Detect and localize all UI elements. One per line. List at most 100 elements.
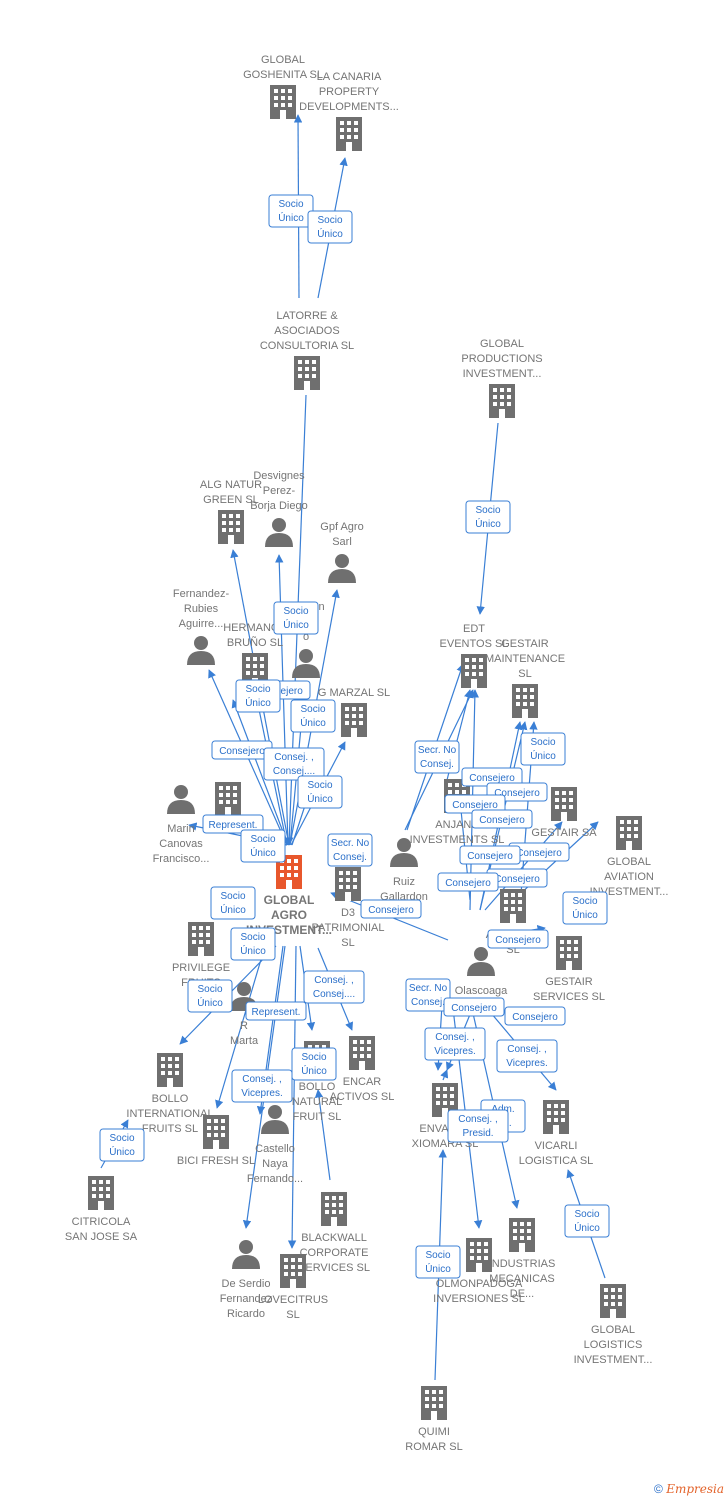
relation-badge[interactable]: Consej. ,Consej....: [303, 970, 365, 1004]
node-n11[interactable]: G MARZAL SL: [318, 687, 390, 737]
relation-label: Único: [220, 903, 246, 916]
relation-badge[interactable]: Consejero: [211, 740, 273, 760]
node-label: AVIATION: [604, 871, 654, 883]
relation-badge[interactable]: Consejero: [471, 809, 533, 829]
node-label: BICI FRESH SL: [177, 1155, 255, 1167]
footer: © Empresia: [654, 1482, 724, 1496]
node-n31[interactable]: CastelloNayaFernando...: [247, 1105, 303, 1185]
relation-badge-frame: [487, 929, 549, 949]
node-n19[interactable]: GESTAIR SA: [531, 787, 597, 839]
relation-badge[interactable]: Consejero: [504, 1006, 566, 1026]
node-label: Olascoaga: [455, 985, 508, 997]
node-label: LA CANARIA: [317, 71, 382, 83]
relation-badge[interactable]: Consejero: [459, 845, 521, 865]
relation-label: Vicepres.: [506, 1058, 548, 1069]
relation-badge[interactable]: Consejero: [487, 929, 549, 949]
relation-badge[interactable]: Consej. ,Vicepres.: [424, 1027, 486, 1061]
relation-badge[interactable]: Consej. ,Vicepres.: [496, 1039, 558, 1073]
relation-label: Único: [307, 792, 333, 805]
relation-badge-frame: [263, 747, 325, 781]
relation-label: Socio: [197, 984, 222, 995]
relation-badge[interactable]: Consejero: [360, 899, 422, 919]
relation-label: Único: [300, 716, 326, 729]
relation-badge[interactable]: Consejero: [486, 868, 548, 888]
node-label: Marin: [167, 823, 195, 835]
relation-badge[interactable]: Consejero: [444, 794, 506, 814]
relation-badge[interactable]: Consejero: [437, 872, 499, 892]
node-n2[interactable]: LA CANARIAPROPERTYDEVELOPMENTS...: [299, 71, 399, 151]
relation-badge[interactable]: Represent.: [202, 814, 264, 834]
node-n20[interactable]: GLOBALAVIATIONINVESTMENT...: [590, 816, 669, 898]
brand-logo[interactable]: Empresia: [666, 1482, 724, 1496]
relation-label: Socio: [300, 704, 325, 715]
node-n30[interactable]: BICI FRESH SL: [177, 1115, 255, 1167]
node-n22[interactable]: PRIVILEGEFRUITS: [172, 922, 230, 989]
node-n36[interactable]: INDUSTRIASMECANICASDE...: [489, 1218, 556, 1300]
node-label: GLOBAL: [264, 893, 315, 907]
relation-badge-frame: [307, 210, 353, 244]
node-label: GESTAIR: [501, 638, 549, 650]
relation-badge[interactable]: Consejero: [443, 997, 505, 1017]
relation-badge[interactable]: Consej. ,Presid.: [447, 1109, 509, 1143]
node-label: GLOBAL: [261, 54, 305, 66]
node-label: BOLLO: [299, 1081, 336, 1093]
relation-label: Secr. No: [331, 838, 370, 849]
node-n40[interactable]: GLOBALLOGISTICSINVESTMENT...: [574, 1284, 653, 1366]
node-n14[interactable]: MarinCanovasFrancisco...: [153, 785, 210, 865]
node-label: GREEN SL: [203, 494, 259, 506]
relation-badge[interactable]: Consej. ,Vicepres.: [231, 1069, 293, 1103]
relation-badge[interactable]: Consej. ,Consej....: [263, 747, 325, 781]
node-label: PRIVILEGE: [172, 962, 230, 974]
node-n8[interactable]: Fernandez-RubiesAguirre...: [173, 588, 230, 665]
node-label: ACTIVOS SL: [330, 1091, 395, 1103]
person-icon: [328, 554, 356, 583]
node-n4[interactable]: GLOBALPRODUCTIONSINVESTMENT...: [461, 338, 543, 418]
relation-badge[interactable]: Represent.: [245, 1001, 307, 1021]
node-label: LOGISTICS: [584, 1339, 643, 1351]
node-label: OLMONPADOGA: [436, 1278, 523, 1290]
